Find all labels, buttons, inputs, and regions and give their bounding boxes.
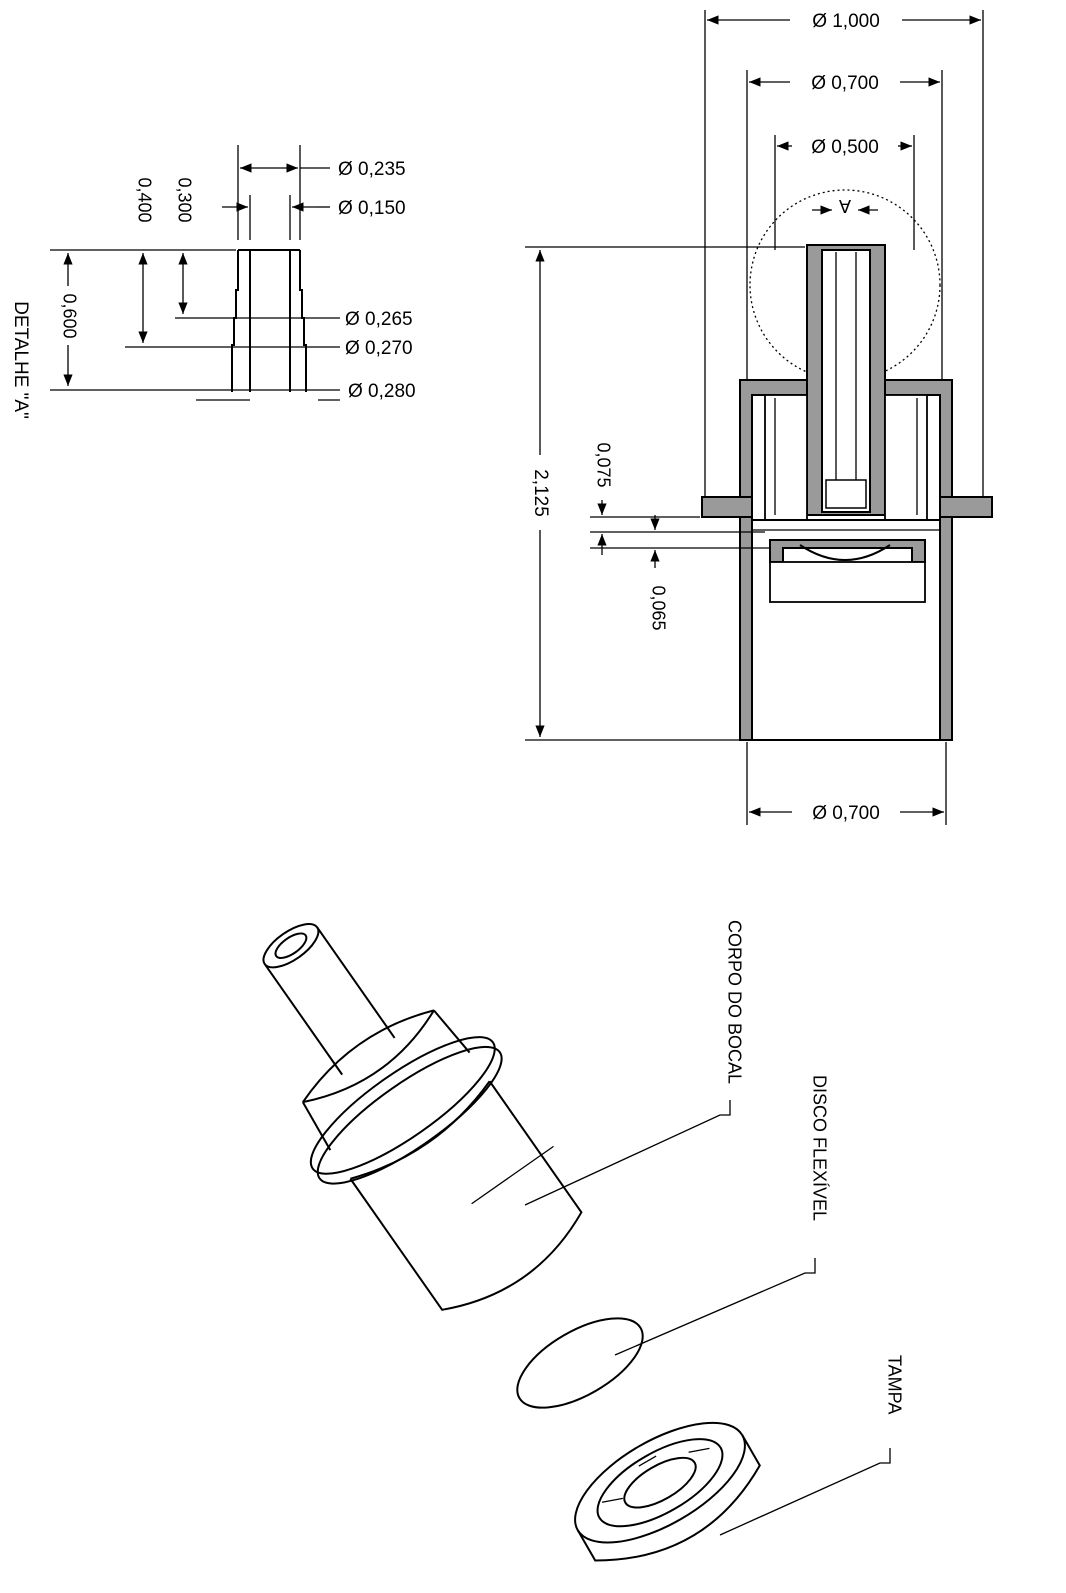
flange: [701, 496, 753, 518]
dim-0400-text: 0,400: [134, 177, 154, 222]
section-view: Ø 1,000 Ø 0,700 Ø 0,500 A: [525, 10, 993, 825]
dim-0265-text: Ø 0,265: [345, 309, 413, 330]
dim-outer-flange-text: Ø 1,000: [812, 11, 880, 32]
label-cap-text: TAMPA: [884, 1355, 904, 1414]
dim-075-text: 0,075: [593, 442, 613, 487]
dim-bore: Ø 0,500: [777, 137, 912, 158]
dim-0280-text: Ø 0,280: [348, 381, 416, 402]
disc-illustration: [516, 1317, 644, 1409]
detail-a: Ø 0,235 Ø 0,150 Ø 0,265 Ø 0,270 Ø 0,280 …: [10, 145, 416, 419]
leader-disc: [614, 1258, 816, 1356]
dim-body-bottom-text: Ø 0,700: [812, 803, 880, 824]
dim-0235-text: Ø 0,235: [338, 159, 406, 180]
nozzle-body-illustration: [262, 923, 583, 1311]
dim-0270-text: Ø 0,270: [345, 338, 413, 359]
detail-a-title: DETALHE "A": [10, 301, 31, 419]
exploded-view: CORPO DO BOCAL DISCO FLEXÍVEL TAMPA: [262, 920, 904, 1562]
leader-body: [524, 1100, 731, 1206]
dim-0600-text: 0,600: [59, 293, 79, 338]
label-disc-text: DISCO FLEXÍVEL: [809, 1075, 829, 1221]
dim-bore-text: Ø 0,500: [811, 137, 879, 158]
label-body-text: CORPO DO BOCAL: [724, 920, 744, 1084]
cap-illustration: [574, 1421, 761, 1562]
dim-outer-flange: Ø 1,000: [707, 11, 981, 32]
leader-cap: [719, 1448, 891, 1536]
cap-section: [769, 539, 926, 563]
dim-0150-text: Ø 0,150: [338, 198, 406, 219]
detail-marker-text: A: [839, 196, 851, 216]
dim-0300-text: 0,300: [174, 177, 194, 222]
dim-body-top-text: Ø 0,700: [811, 73, 879, 94]
detail-circle: [749, 189, 941, 381]
dim-body-top: Ø 0,700: [749, 73, 940, 94]
dim-065-text: 0,065: [648, 585, 668, 630]
dim-total-height-text: 2,125: [530, 469, 551, 517]
dim-body-bottom: Ø 0,700: [749, 803, 944, 824]
